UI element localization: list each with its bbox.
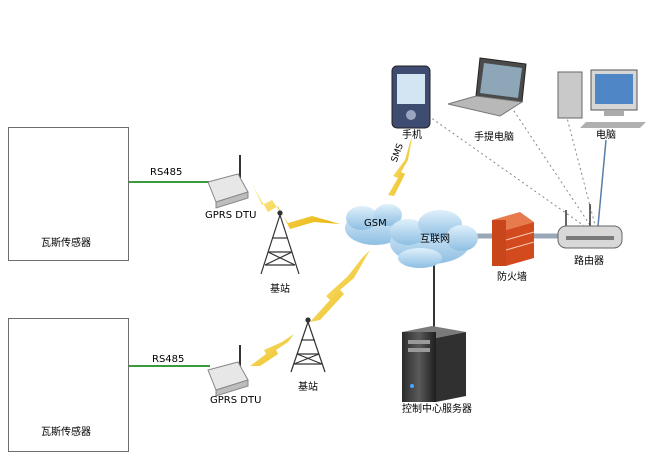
dtu-label-bottom: GPRS DTU: [210, 395, 262, 406]
router-icon: [557, 204, 623, 249]
lightning-bolt-dtu-bottom: [250, 326, 300, 366]
rs485-label-top: RS485: [150, 167, 183, 178]
desktop-label: 电脑: [596, 130, 616, 141]
phone-icon: [391, 65, 431, 129]
phone-label: 手机: [402, 130, 422, 141]
sensor-label-top: 瓦斯传感器: [41, 238, 91, 249]
gsm-cloud: [345, 204, 405, 245]
lightning-bolt-dtu-top: [252, 184, 340, 229]
gprs-dtu-device-top: [207, 155, 249, 209]
lightning-bolt-sms: [388, 138, 412, 196]
gsm-label: GSM: [364, 218, 387, 229]
firewall-label: 防火墙: [497, 272, 527, 283]
sensor-box-top: [8, 127, 129, 261]
rs485-label-bottom: RS485: [152, 354, 185, 365]
dotted-link-laptop: [499, 89, 591, 226]
desktop-icon: [557, 69, 646, 128]
router-label: 路由器: [574, 256, 604, 267]
server-icon: [402, 326, 466, 402]
server-label: 控制中心服务器: [402, 404, 472, 415]
sensor-label-bottom: 瓦斯传感器: [41, 427, 91, 438]
internet-label: 互联网: [420, 234, 450, 245]
base-station-label-top: 基站: [270, 284, 290, 295]
firewall-icon: [492, 212, 535, 266]
lightning-bolt-tower-bottom: [310, 250, 370, 322]
sensor-box-bottom: [8, 318, 129, 452]
laptop-icon: [447, 57, 527, 117]
tower-icon-top: [260, 210, 300, 275]
link-desktop: [597, 139, 607, 227]
laptop-label: 手提电脑: [474, 132, 514, 143]
internet-cloud: [390, 210, 478, 268]
tower-icon-bottom: [290, 317, 326, 373]
gprs-dtu-device-bottom: [207, 345, 249, 397]
base-station-label-bottom: 基站: [298, 382, 318, 393]
dtu-label-top: GPRS DTU: [205, 210, 257, 221]
